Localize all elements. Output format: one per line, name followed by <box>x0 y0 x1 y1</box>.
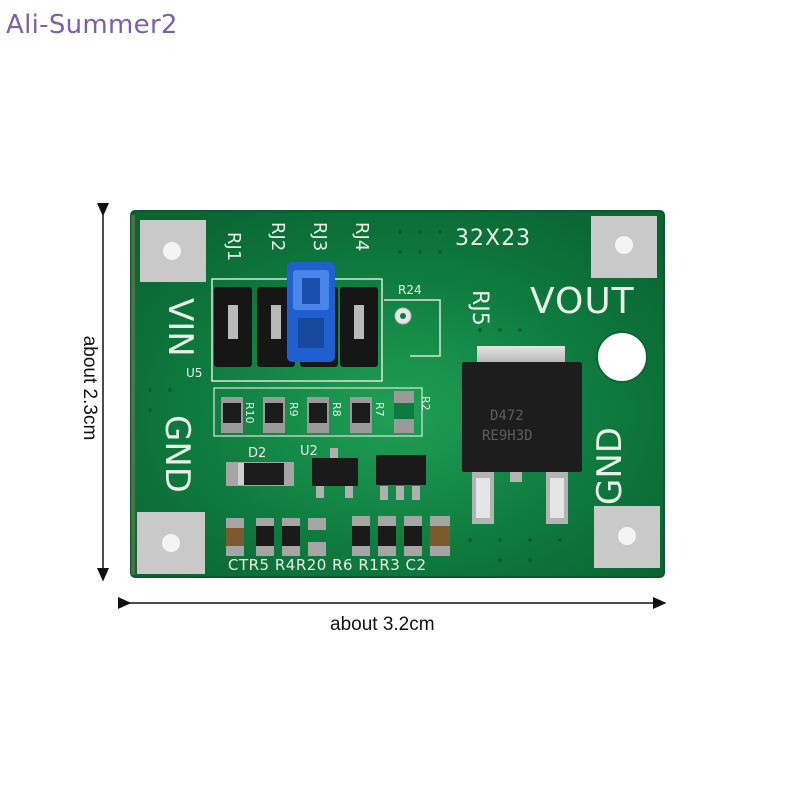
rj2-label: RJ2 <box>267 222 288 252</box>
r7-label: R7 <box>373 402 386 417</box>
watermark-text: Ali-Summer2 <box>6 10 178 40</box>
regulator-to252 <box>462 346 582 524</box>
u2-label: U2 <box>300 444 318 459</box>
resistor-row-bottom <box>226 516 450 556</box>
rj4-label: RJ4 <box>351 222 372 252</box>
diode-d2 <box>226 462 294 486</box>
vout-label: VOUT <box>530 281 635 322</box>
ic-small <box>376 455 426 500</box>
d2-label: D2 <box>248 446 267 461</box>
r8-label: R8 <box>330 402 343 417</box>
bottom-component-labels: CTR5 R4R20 R6 R1R3 C2 <box>228 556 427 574</box>
r24-label: R24 <box>398 283 422 297</box>
corner-pad-bottom-right <box>594 506 660 568</box>
gnd-right-label: GND <box>590 427 630 505</box>
rj5-label: RJ5 <box>467 290 492 326</box>
gnd-left-label: GND <box>157 415 197 493</box>
rj3-label: RJ3 <box>309 222 330 252</box>
r2-label: R2 <box>419 396 432 411</box>
corner-pad-bottom-left <box>137 512 205 574</box>
rj1-label: RJ1 <box>223 232 244 262</box>
r10-label: R10 <box>243 402 256 424</box>
jumper-cap <box>287 262 335 362</box>
pcb-board <box>130 210 665 578</box>
chip-marking-line2: RE9H3D <box>482 428 533 444</box>
resistor-row-top <box>221 391 414 433</box>
height-dimension-label: about 2.3cm <box>79 335 100 441</box>
width-dimension-label: about 3.2cm <box>330 614 435 635</box>
chip-marking-line1: D472 <box>490 408 524 424</box>
board-size-marking: 32X23 <box>455 226 532 251</box>
ic-u2 <box>312 448 358 498</box>
mounting-hole <box>596 331 648 383</box>
via-dots <box>148 230 562 562</box>
vin-label: VIN <box>160 298 200 357</box>
r9-label: R9 <box>287 402 300 417</box>
u5-label: U5 <box>186 366 203 380</box>
corner-pad-top-left <box>140 220 206 282</box>
corner-pad-top-right <box>591 216 657 278</box>
